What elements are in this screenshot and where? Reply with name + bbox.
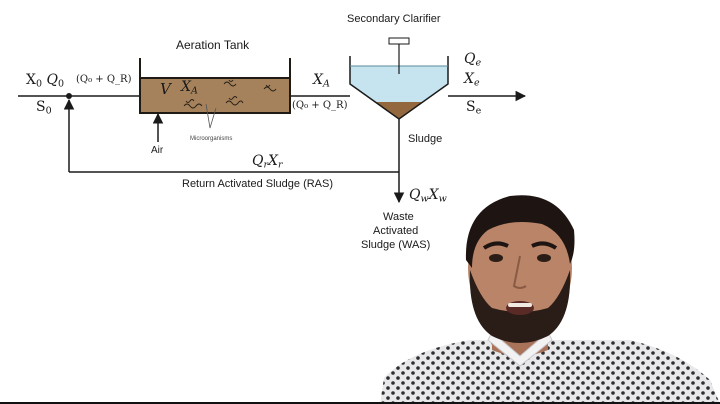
- presenter-hair: [465, 195, 575, 268]
- video-frame-edge: [0, 402, 720, 404]
- tank-biomass-label: XA: [181, 79, 198, 97]
- waste-sludge-label-line3: Sludge (WAS): [361, 239, 431, 251]
- presenter-beard: [469, 270, 571, 343]
- microorganisms-label: Microorganisms: [190, 136, 233, 142]
- return-sludge-label: Return Activated Sludge (RAS): [182, 178, 334, 190]
- clarifier-water: [350, 66, 448, 119]
- presenter-face: [468, 202, 572, 334]
- effluent-substrate-label: Se: [466, 99, 482, 117]
- microorganism-icons: [183, 79, 277, 109]
- combined-flow-label: (Q₀ + Q_R): [76, 74, 132, 85]
- presenter-right-eye: [537, 254, 551, 262]
- presenter-right-brow: [531, 241, 558, 250]
- presenter-figure: [380, 195, 720, 404]
- influent-substrate-label: S0: [36, 99, 52, 117]
- presenter-left-brow: [482, 241, 509, 250]
- microorganism-pointer: [205, 103, 217, 129]
- influent-flow-label: X0 Q0: [26, 72, 65, 90]
- tank-outflow-flow-label: (Q₀ + Q_R): [292, 100, 348, 111]
- presenter-shirt: [380, 340, 720, 404]
- return-sludge-symbol-label: QrXr: [252, 153, 283, 171]
- presenter-video: [380, 190, 720, 404]
- clarifier-sludge: [376, 102, 422, 119]
- effluent-biomass-label: Xe: [464, 71, 480, 89]
- effluent-flow-label: Qe: [464, 51, 482, 69]
- sludge-label: Sludge: [408, 133, 443, 145]
- tank-outflow-biomass-label: XA: [313, 72, 330, 90]
- mixing-junction: [66, 93, 72, 99]
- presenter-nose: [512, 255, 527, 289]
- waste-sludge-label-line1: Waste: [383, 211, 414, 223]
- air-label: Air: [151, 145, 164, 156]
- aeration-tank-title: Aeration Tank: [176, 38, 250, 52]
- presenter-left-eye: [489, 254, 503, 262]
- waste-sludge-label-line2: Activated: [373, 225, 419, 237]
- clarifier-scraper-cap: [388, 37, 410, 45]
- clarifier-title: Secondary Clarifier: [347, 13, 441, 25]
- tank-volume-symbol: V: [160, 80, 171, 98]
- waste-sludge-symbol-label: QwXw: [409, 187, 447, 205]
